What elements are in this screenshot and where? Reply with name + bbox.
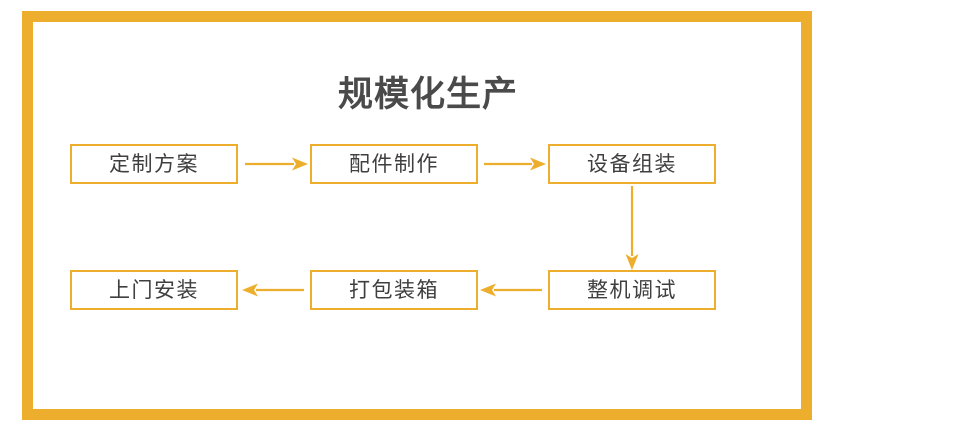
step-label: 打包装箱 <box>349 278 439 302</box>
step-label: 整机调试 <box>587 278 677 302</box>
step-box-peijianzhizuo[interactable]: 配件制作 <box>310 144 478 184</box>
step-box-zhengjitiaoshi[interactable]: 整机调试 <box>548 270 716 310</box>
step-label: 设备组装 <box>587 152 677 176</box>
diagram-outer-frame: 规模化生产 <box>22 11 812 420</box>
arrow-right-icon <box>245 157 308 171</box>
arrow-down-icon <box>625 186 639 270</box>
step-label: 定制方案 <box>109 152 199 176</box>
step-label: 配件制作 <box>349 152 439 176</box>
arrow-left-icon <box>242 283 304 297</box>
step-box-dabaozhuangxiang[interactable]: 打包装箱 <box>310 270 478 310</box>
arrow-right-icon <box>484 157 546 171</box>
step-box-shebeizuzhuang[interactable]: 设备组装 <box>548 144 716 184</box>
step-box-dingzhifangan[interactable]: 定制方案 <box>70 144 238 184</box>
step-box-shangmenanzhuang[interactable]: 上门安装 <box>70 270 238 310</box>
step-label: 上门安装 <box>109 278 199 302</box>
arrow-left-icon <box>480 283 542 297</box>
page-title: 规模化生产 <box>337 75 518 114</box>
